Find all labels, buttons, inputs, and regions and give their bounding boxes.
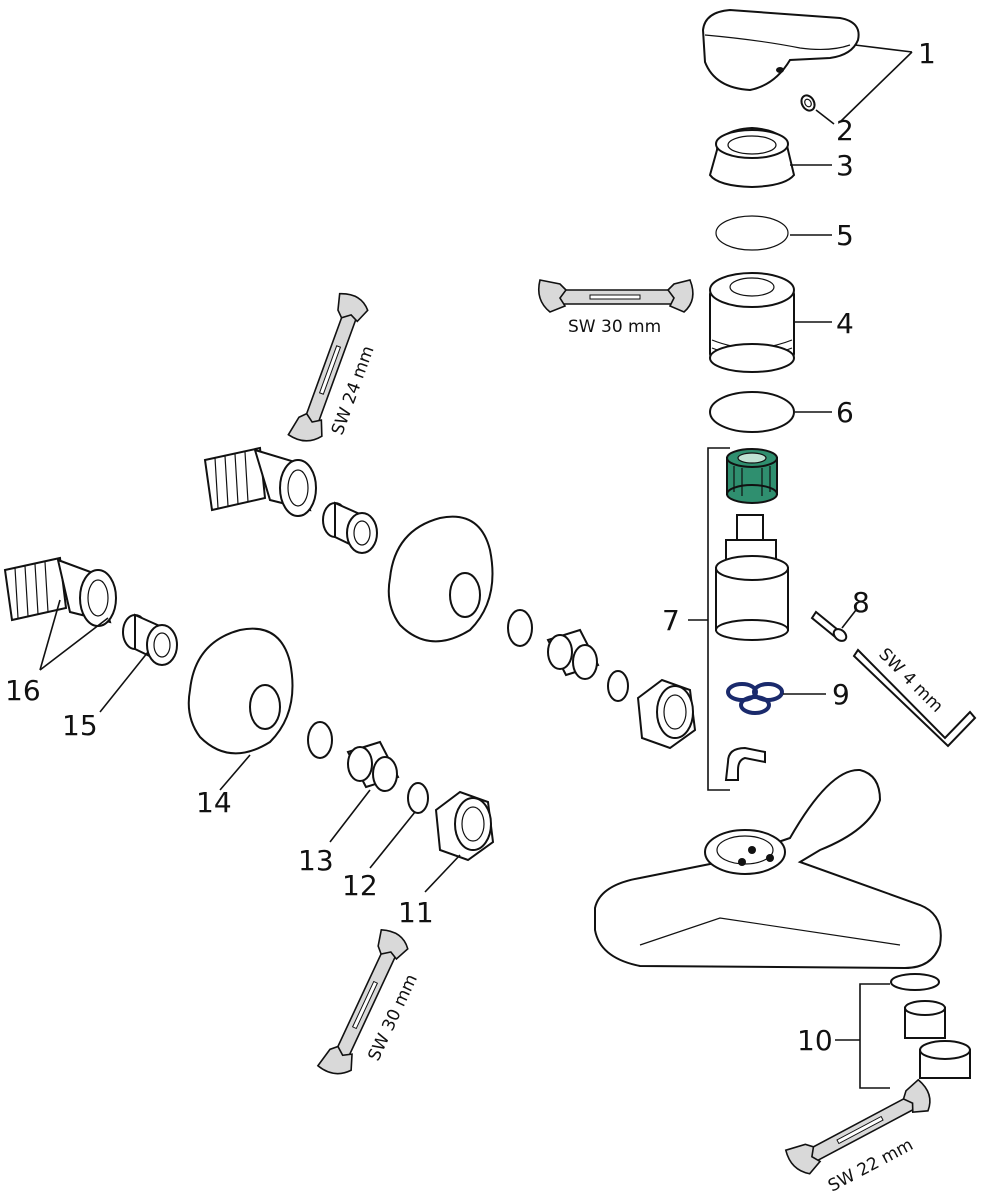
aerator-parts xyxy=(835,973,971,1089)
callout-2: 2 xyxy=(836,114,854,147)
callout-11: 11 xyxy=(398,896,434,929)
upper-eccentric-fitting xyxy=(203,446,317,517)
upper-hex-nut xyxy=(636,678,697,750)
part-12-small-ring xyxy=(407,782,429,814)
upper-check-valve xyxy=(322,501,378,554)
callout-8: 8 xyxy=(852,586,870,619)
part-4-bonnet-nut xyxy=(709,272,795,373)
part-7-cartridge-group xyxy=(688,447,789,791)
part-11-hex-nut xyxy=(434,790,495,862)
upper-small-ring xyxy=(607,670,629,702)
lower-connector-set xyxy=(3,556,495,862)
callout-16: 16 xyxy=(5,674,41,707)
callout-7: 7 xyxy=(662,604,680,637)
callout-10: 10 xyxy=(797,1024,833,1057)
cartridge-green-ring xyxy=(726,448,778,504)
callout-numbers: 1 2 3 5 4 6 7 8 9 10 16 15 14 13 12 11 xyxy=(5,37,936,1057)
part-14-escutcheon xyxy=(187,627,294,755)
wrench-bottom-right xyxy=(784,1078,931,1175)
callout-15: 15 xyxy=(62,709,98,742)
wrench-bottom xyxy=(316,929,409,1075)
part-2-grub-screw xyxy=(800,94,816,112)
part-8-screw xyxy=(810,610,848,642)
callout-1: 1 xyxy=(918,37,936,70)
part-10-spout-body xyxy=(594,768,942,970)
part-9-orings xyxy=(726,682,784,715)
callout-9: 9 xyxy=(832,678,850,711)
callout-14: 14 xyxy=(196,786,232,819)
hex-key xyxy=(852,648,977,748)
wrench-top-label: SW 30 mm xyxy=(568,317,661,337)
wrench-top xyxy=(537,279,694,313)
callout-5: 5 xyxy=(836,219,854,252)
callout-12: 12 xyxy=(342,869,378,902)
lower-washer xyxy=(307,721,333,759)
wrench-left-upper xyxy=(287,292,369,442)
cartridge-body xyxy=(715,514,789,641)
callout-6: 6 xyxy=(836,396,854,429)
part-5-ring xyxy=(715,215,789,251)
upper-union-piece xyxy=(546,628,600,680)
upper-escutcheon xyxy=(387,515,494,643)
part-16-eccentric-fitting xyxy=(3,556,117,627)
part-13-union-piece xyxy=(346,740,400,792)
callout-4: 4 xyxy=(836,307,854,340)
upper-connector-set xyxy=(203,446,697,750)
part-1-lever-handle xyxy=(701,8,860,92)
part-15-check-valve xyxy=(122,613,178,666)
cartridge-clip xyxy=(724,746,766,781)
callout-13: 13 xyxy=(298,844,334,877)
leader-lines xyxy=(39,44,913,893)
callout-3: 3 xyxy=(836,149,854,182)
tool-labels: SW 30 mm SW 24 mm SW 30 mm SW 22 mm SW 4… xyxy=(328,317,947,1196)
part-6-ring xyxy=(709,391,795,433)
upper-washer xyxy=(507,609,533,647)
part-3-cap xyxy=(708,126,796,189)
